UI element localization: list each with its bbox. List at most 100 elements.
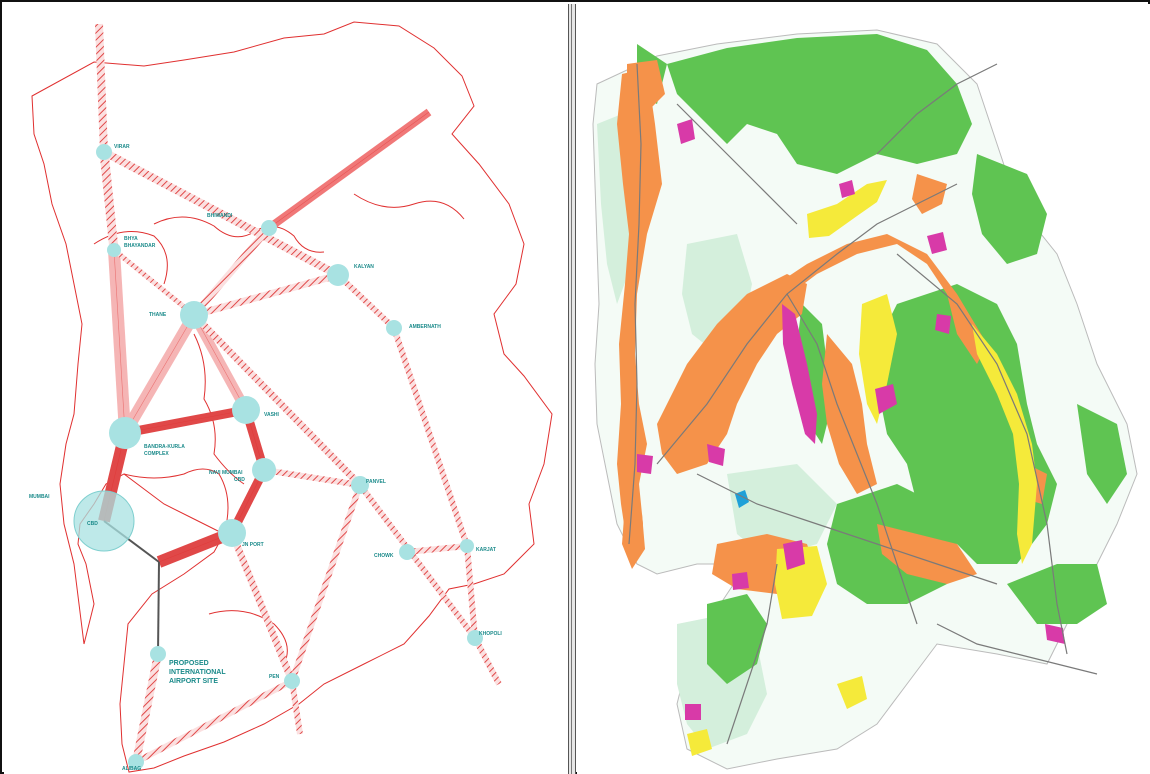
label-bhayandar-1: BHYA [124, 236, 138, 242]
land-use-map [577, 4, 1150, 774]
industrial-patch-2 [927, 232, 947, 254]
industrial-patch-7 [685, 704, 701, 720]
corridor-map-svg: VIRAR BHIWANDI BHYA BHAYANDAR KALYAN THA… [29, 21, 553, 773]
industrial-patch-3 [875, 384, 897, 414]
urban-thane-kalyan [777, 234, 987, 364]
label-cbd: CBD [87, 521, 98, 527]
road-east-2 [896, 253, 1068, 655]
road-layer [628, 63, 1098, 745]
corridor-navimumbai-panvel [263, 467, 361, 488]
corridor-karjat-khopoli [464, 545, 478, 639]
label-bhayandar-2: BHAYANDAR [124, 243, 156, 249]
label-virar: VIRAR [114, 144, 130, 150]
label-panvel: PANVEL [366, 479, 386, 485]
node-layer [73, 144, 483, 770]
land-use-map-svg [592, 29, 1138, 770]
label-thane: THANE [149, 312, 167, 318]
forest-far-east [1077, 404, 1127, 504]
corridor-panvel-khopoli [357, 483, 478, 640]
node-karjat [460, 539, 474, 553]
yellow-southwest [687, 729, 712, 756]
label-bhiwandi: BHIWANDI [207, 213, 233, 219]
industrial-patch-1 [839, 180, 855, 198]
node-alibag [128, 754, 144, 770]
urban-vasai [627, 60, 665, 114]
label-kalyan: KALYAN [354, 264, 374, 270]
yellow-east-belt [972, 324, 1037, 564]
corridor-pen-alibag [134, 678, 294, 765]
node-panvel [351, 476, 369, 494]
corridor-thane-panvel [191, 312, 363, 488]
creek-line [193, 333, 245, 485]
label-chowk: CHOWK [374, 553, 394, 559]
node-cbd [73, 490, 135, 552]
forest-east [877, 284, 1057, 564]
corridor-panvel-pen [289, 484, 363, 682]
label-vashi: VASHI [264, 412, 280, 418]
road-south [696, 473, 998, 585]
industrial-patch-10 [935, 314, 951, 334]
road-east [786, 293, 918, 625]
road-southeast [936, 623, 1098, 675]
label-bkc-1: BANDRA-KURLA [144, 444, 185, 450]
corridor-thane-bhiwandi [191, 225, 272, 318]
industrial-patch-6 [637, 454, 653, 474]
yellow-far-south [837, 676, 867, 709]
coast-line [123, 468, 229, 535]
industrial-strip [782, 304, 817, 444]
inner-line-3 [208, 610, 288, 665]
road-central [656, 183, 958, 465]
urban-navi-mumbai [822, 334, 877, 494]
corridor-jnport-pen [228, 531, 296, 683]
road-west [628, 63, 642, 545]
corridor-ambernath-karjat [391, 327, 470, 547]
road-north [676, 103, 798, 225]
yellow-layer [687, 180, 1037, 756]
label-layer: VIRAR BHIWANDI BHYA BHAYANDAR KALYAN THA… [29, 144, 502, 772]
link-bend-airport [157, 561, 160, 655]
node-bhiwandi [261, 220, 277, 236]
label-navi-2: CBD [234, 477, 245, 483]
light-green-area-4 [727, 464, 837, 559]
node-ambernath [386, 320, 402, 336]
transport-corridor-map: VIRAR BHIWANDI BHYA BHAYANDAR KALYAN THA… [4, 4, 568, 774]
road-south-2 [726, 563, 778, 745]
corridor-edge-3 [113, 249, 126, 434]
corridor-layer [95, 23, 502, 765]
corridor-chowk-karjat [406, 543, 468, 555]
corridor-virar-bhayandar [99, 151, 119, 251]
node-chowk [399, 544, 415, 560]
node-bkc [109, 417, 141, 449]
yellow-north [807, 180, 887, 238]
corridor-kalyan-ambernath [335, 272, 397, 331]
forest-center [797, 304, 832, 444]
node-airport [150, 646, 166, 662]
inner-line-2 [353, 193, 465, 220]
forest-southwest [707, 594, 767, 684]
node-bhayandar [107, 243, 121, 257]
corridor-edge-6 [268, 111, 430, 229]
corridor-edge-10 [193, 314, 247, 411]
node-vashi [232, 396, 260, 424]
node-jnport [218, 519, 246, 547]
industrial-patch-4 [783, 540, 805, 570]
label-khopoli: KHOPOLI [479, 631, 502, 637]
forest-northeast [972, 154, 1047, 264]
label-alibag: ALIBAG [122, 766, 141, 772]
corridor-edge-13 [124, 409, 247, 434]
urban-mumbai-south [622, 504, 645, 569]
corridor-virar-kalyan [102, 148, 340, 279]
yellow-center [859, 294, 897, 424]
industrial-patch-9 [1045, 624, 1065, 644]
label-ambernath: AMBERNATH [409, 324, 441, 330]
industrial-patch-8 [732, 572, 749, 590]
node-thane [180, 301, 208, 329]
corridor-pen-south [289, 680, 303, 735]
node-pen [284, 673, 300, 689]
forest-southeast [1007, 564, 1107, 624]
corridor-airport-alibag [132, 653, 162, 763]
industrial-patch-5 [707, 444, 725, 466]
region-boundary [31, 21, 553, 773]
node-virar [96, 144, 112, 160]
